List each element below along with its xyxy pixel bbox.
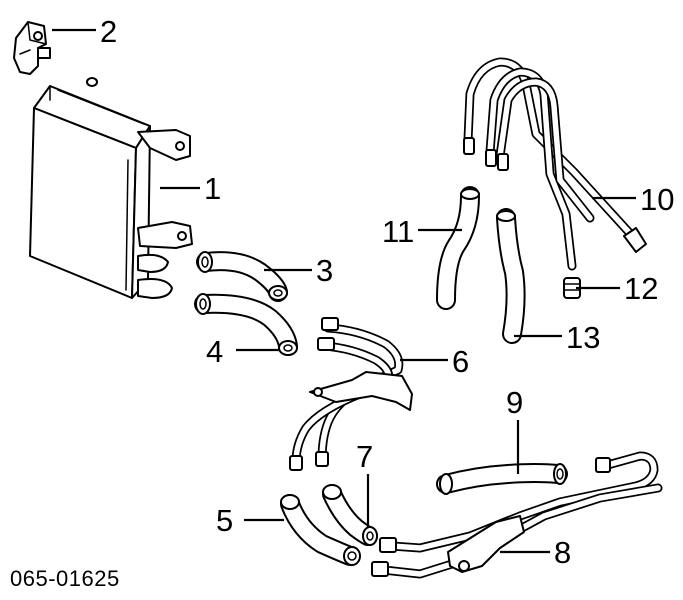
part-2-bracket bbox=[13, 21, 51, 75]
callout-11: 11 bbox=[382, 214, 414, 249]
callout-10: 10 bbox=[640, 182, 674, 217]
callout-6: 6 bbox=[452, 344, 469, 379]
part-7-hose bbox=[322, 484, 378, 546]
callout-12: 12 bbox=[624, 271, 658, 306]
callout-2: 2 bbox=[100, 14, 117, 49]
callout-7: 7 bbox=[356, 439, 373, 474]
part-4-hose bbox=[194, 293, 298, 356]
diagram-code: 065-01625 bbox=[10, 566, 120, 591]
callout-4: 4 bbox=[206, 334, 223, 369]
part-9-hose bbox=[436, 463, 568, 495]
callout-1: 1 bbox=[204, 171, 221, 206]
callout-8: 8 bbox=[554, 535, 571, 570]
part-6-cooler-pipes bbox=[289, 317, 413, 471]
leader-lines bbox=[52, 28, 636, 554]
callout-3: 3 bbox=[316, 253, 333, 288]
part-10-pipes bbox=[463, 57, 647, 271]
part-3-hose bbox=[196, 251, 288, 302]
part-8-cooler-pipes bbox=[371, 451, 663, 579]
part-11-hose bbox=[436, 186, 480, 310]
part-5-hose bbox=[280, 494, 361, 566]
callout-9: 9 bbox=[506, 385, 523, 420]
part-1-oil-cooler bbox=[29, 77, 193, 299]
callout-13: 13 bbox=[566, 320, 600, 355]
callout-5: 5 bbox=[216, 503, 233, 538]
part-13-hose bbox=[496, 208, 526, 344]
